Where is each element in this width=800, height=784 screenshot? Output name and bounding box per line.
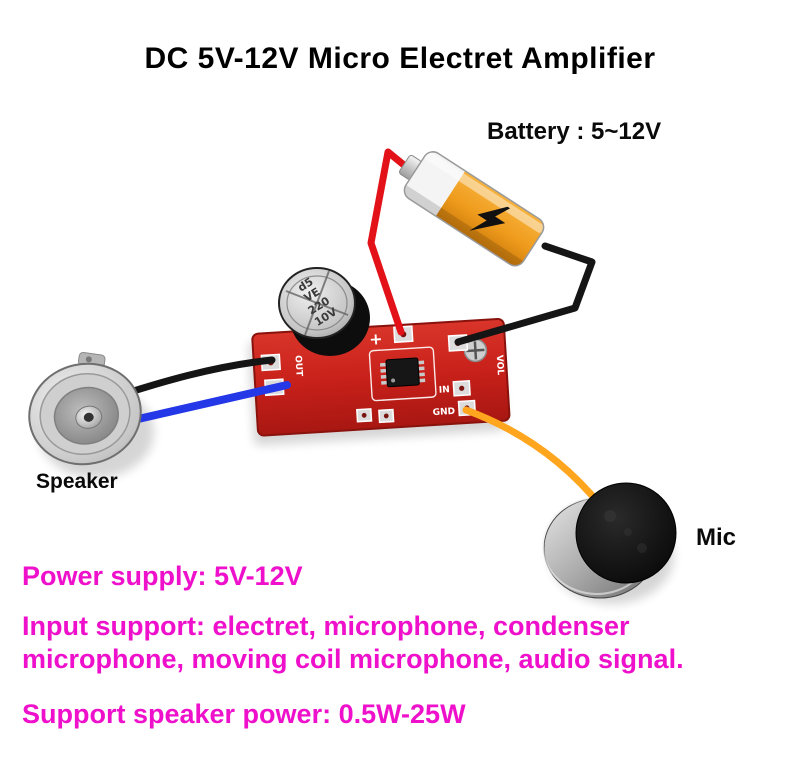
page-title: DC 5V-12V Micro Electret Amplifier bbox=[144, 42, 656, 75]
spec-speaker-power: Support speaker power: 0.5W-25W bbox=[22, 699, 466, 729]
chip-silkscreen-outline bbox=[368, 346, 437, 402]
wire-mic bbox=[462, 406, 604, 509]
wire-positive bbox=[367, 148, 414, 336]
silkscreen-plus-label: + bbox=[369, 329, 384, 349]
silkscreen-in-label: IN bbox=[439, 385, 450, 396]
capacitor: d5 VE 220 10V bbox=[278, 267, 370, 356]
capacitor-marking: d5 VE 220 10V bbox=[296, 275, 340, 329]
wire-negative bbox=[454, 242, 596, 346]
battery-label: Battery : 5~12V bbox=[487, 118, 662, 145]
spec-input-support-line1: Input support: electret, microphone, con… bbox=[22, 611, 630, 641]
silkscreen-out-label: OUT bbox=[292, 355, 303, 378]
spec-input-support-line2: microphone, moving coil microphone, audi… bbox=[22, 644, 684, 674]
silkscreen-gnd-label: GND bbox=[432, 407, 455, 418]
silkscreen-vol-label: VOL bbox=[494, 355, 505, 376]
battery bbox=[399, 148, 548, 270]
mic-label: Mic bbox=[696, 524, 737, 551]
smd-chip bbox=[380, 357, 426, 388]
spec-power-supply: Power supply: 5V-12V bbox=[22, 561, 303, 591]
trimmer-pot bbox=[463, 338, 488, 363]
lightning-icon bbox=[469, 206, 511, 231]
chip-pin1-dot bbox=[391, 378, 396, 383]
mic-foam bbox=[575, 482, 677, 584]
speaker-label: Speaker bbox=[36, 470, 118, 493]
mic bbox=[542, 482, 677, 599]
speaker bbox=[28, 352, 142, 466]
battery-body bbox=[400, 148, 548, 270]
